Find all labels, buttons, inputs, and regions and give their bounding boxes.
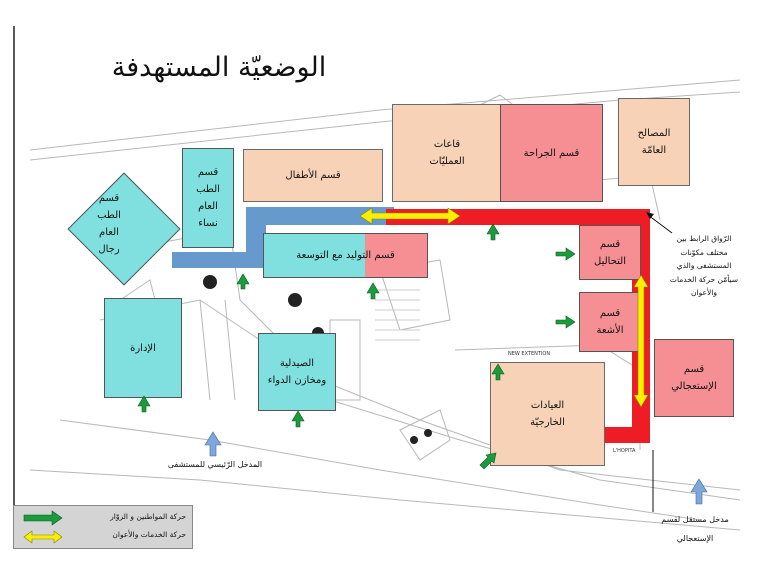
legend-services-label: حركة الخدمات والأعوان: [112, 530, 186, 539]
tree-icon: [203, 275, 217, 289]
legend-yellow-double-arrow-icon: [23, 530, 63, 544]
corridor-annotation: الرّواق الرابط بين مختلف مكوّنات المستشف…: [669, 234, 739, 297]
dept-analysis: قسم التحاليل: [579, 225, 641, 280]
dept-administration: الإدارة: [104, 298, 182, 398]
dept-pediatrics: قسم الأطفال: [243, 149, 383, 202]
dept-pharmacy: الصيدلية ومخازن الدواء: [258, 333, 336, 411]
tree-icon: [424, 429, 432, 437]
legend-visitors-label: حركة المواطنين و الزوّار: [110, 512, 186, 521]
main-entrance-label: المدخل الرّئيسي للمستشفى: [167, 460, 263, 469]
plan-label-new-extension: NEW EXTENTION: [508, 351, 550, 357]
tree-icon: [410, 436, 418, 444]
legend-icons: [23, 510, 63, 544]
dept-general-services: المصالح العامّة: [618, 98, 690, 186]
legend-green-arrow-icon: [23, 510, 63, 526]
dept-emergency: قسم الإستعجالي: [654, 339, 734, 417]
dept-surgery: قسم الجراحة: [500, 104, 603, 202]
tree-icon: [288, 293, 302, 307]
blue-corridor: [172, 207, 394, 268]
dept-general-medicine-women: قسم الطب العام نساء: [182, 148, 234, 248]
plan-label-hopital: L'HOPITA: [613, 448, 636, 454]
dept-radiology: قسم الأشعة: [579, 292, 641, 352]
page-title: الوضعيّة المستهدفة: [111, 52, 327, 83]
dept-operating-rooms: قاعات العمليّات: [392, 104, 502, 202]
legend-row-visitors: حركة المواطنين و الزوّار: [110, 512, 186, 521]
emergency-entrance-label: مدخل مستقل لقسم الإستعجالي: [661, 515, 729, 544]
dept-maternity: قسم التوليد مع التوسعة: [263, 233, 428, 278]
plan-hatching: [375, 289, 420, 341]
legend-row-services: حركة الخدمات والأعوان: [112, 530, 186, 539]
legend: حركة المواطنين و الزوّار حركة الخدمات وا…: [13, 505, 193, 549]
dept-outpatient: العيادات الخارجيّة: [490, 362, 605, 466]
dept-maternity-label: قسم التوليد مع التوسعة: [296, 250, 395, 261]
dept-general-medicine-men-label: قسم الطب العام رجال: [97, 193, 121, 255]
